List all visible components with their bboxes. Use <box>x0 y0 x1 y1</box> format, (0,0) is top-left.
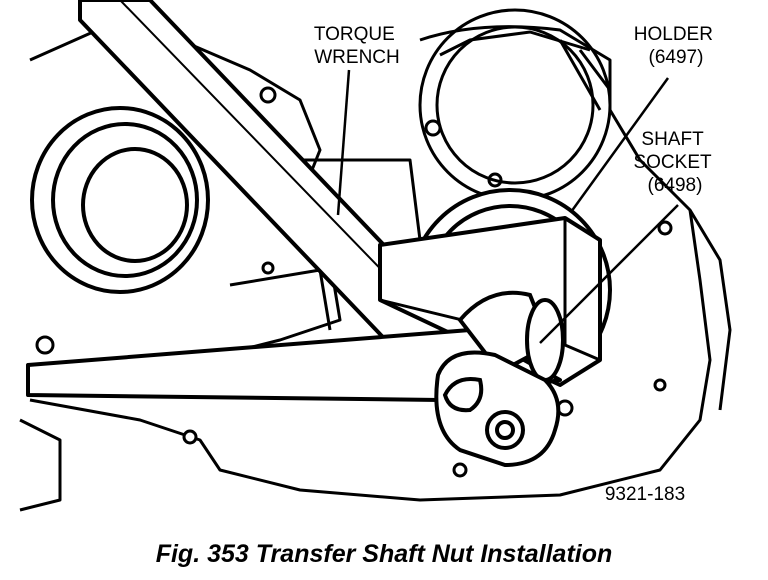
bearing-bore <box>30 106 210 294</box>
gear-housing <box>418 8 612 202</box>
ratchet-head <box>434 350 561 468</box>
figure-id: 9321-183 <box>605 484 685 505</box>
holder-label: HOLDER (6497) <box>634 24 718 68</box>
figure-caption: Fig. 353 Transfer Shaft Nut Installation <box>155 540 613 568</box>
leader-lines <box>336 69 679 344</box>
shaft-socket-label: SHAFT SOCKET (6498) <box>633 129 716 196</box>
case-bolt-holes <box>35 86 673 478</box>
torque-wrench-label: TORQUE WRENCH <box>314 24 400 68</box>
